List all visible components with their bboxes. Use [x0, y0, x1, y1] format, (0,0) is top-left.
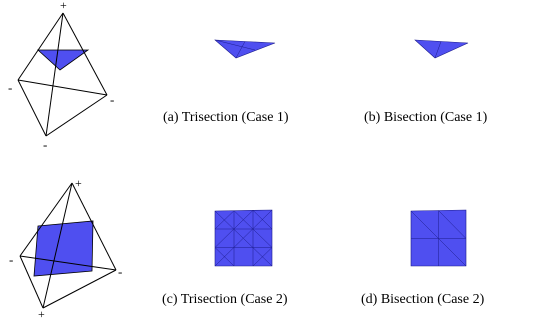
- tet-edge: [17, 79, 108, 96]
- mesh-line: [434, 41, 442, 59]
- mesh-line: [214, 210, 254, 248]
- tet-edge: [17, 12, 64, 81]
- tet-edge: [42, 269, 117, 309]
- cross-section-quad: [33, 220, 94, 277]
- vertex-sign-right: -: [118, 264, 122, 279]
- trisection-case1-triangle: [214, 39, 276, 59]
- mesh-line: [214, 39, 256, 51]
- vertex-sign-bottom: +: [38, 307, 45, 320]
- cross-section-triangle: [36, 49, 90, 71]
- tet-edge: [71, 182, 117, 271]
- tet-edge: [62, 12, 108, 96]
- tet-edge: [45, 12, 64, 137]
- mesh-line: [252, 210, 273, 230]
- mesh-line: [235, 41, 246, 59]
- caption-a: (a) Trisection (Case 1): [163, 110, 289, 125]
- mesh-line: [214, 210, 235, 230]
- mesh-line: [233, 210, 273, 248]
- tet-edge: [19, 182, 73, 257]
- tet-edge: [45, 94, 108, 137]
- mesh-line: [438, 210, 467, 239]
- mesh-line: [214, 247, 235, 267]
- bisection-case2-square: [410, 209, 467, 267]
- tet-edge: [42, 182, 73, 309]
- caption-d: (d) Bisection (Case 2): [361, 292, 485, 307]
- tet-edge: [17, 79, 47, 137]
- trisection-case2-square: [214, 209, 273, 267]
- vertex-sign-left: -: [8, 80, 12, 95]
- vertex-sign-right: -: [110, 92, 114, 107]
- vertex-sign-bottom: -: [43, 137, 47, 152]
- vertex-sign-top: +: [75, 176, 82, 190]
- bisection-case1-triangle: [414, 39, 469, 59]
- mesh-line: [410, 210, 467, 267]
- vertex-sign-top: +: [60, 0, 67, 12]
- mesh-line: [252, 247, 273, 267]
- caption-b: (b) Bisection (Case 1): [364, 110, 488, 125]
- tet-edge: [19, 255, 44, 309]
- tet-edge: [19, 255, 117, 271]
- vertex-sign-left: -: [9, 252, 13, 267]
- tetrahedron-case2: [19, 182, 117, 309]
- caption-c: (c) Trisection (Case 2): [162, 292, 288, 307]
- tetrahedron-case1: [17, 12, 108, 137]
